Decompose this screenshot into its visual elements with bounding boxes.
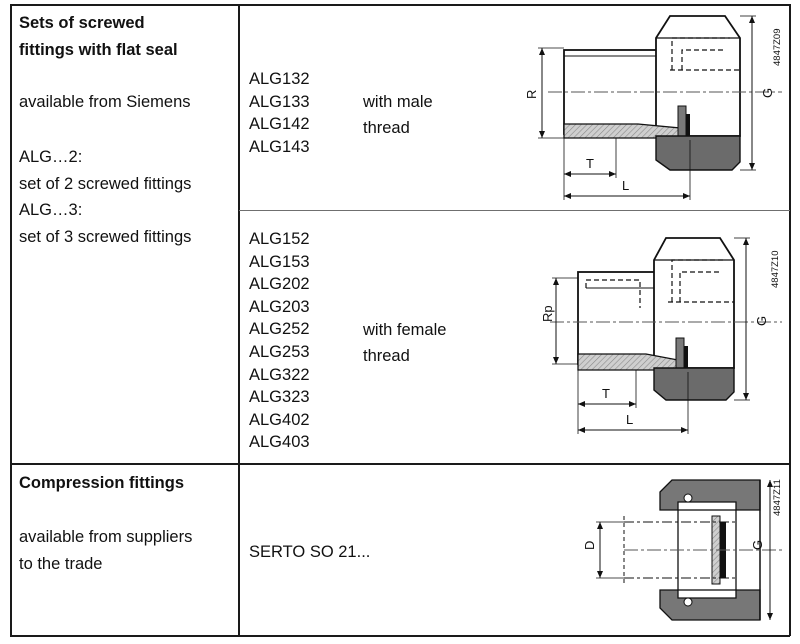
product-code: ALG142 xyxy=(249,115,310,134)
product-code: ALG203 xyxy=(249,297,310,316)
product-code: ALG322 xyxy=(249,365,310,384)
dimension-label-g: G xyxy=(760,88,775,98)
compression-fitting-drawing: D G 4847Z11 xyxy=(560,470,788,630)
drawing-id-label: 4847Z09 xyxy=(772,28,783,66)
column-divider xyxy=(238,4,240,636)
product-code: ALG403 xyxy=(249,433,310,452)
dimension-label-g: G xyxy=(750,540,765,550)
female-thread-label-line2: thread xyxy=(363,347,410,365)
table-border-bottom xyxy=(10,635,790,637)
sub-row-divider xyxy=(239,210,790,211)
male-thread-fitting-drawing: R G T L 4847Z09 xyxy=(520,10,788,208)
set-of-2-description: set of 2 screwed fittings xyxy=(19,175,192,193)
compression-fittings-title: Compression fittings xyxy=(19,474,185,492)
set-of-3-description: set of 3 screwed fittings xyxy=(19,228,192,246)
row-divider xyxy=(10,463,790,465)
section-title-line2: fittings with flat seal xyxy=(19,41,178,59)
dimension-label-l: L xyxy=(622,178,629,193)
female-thread-codes: ALG152 ALG153 ALG202 ALG203 ALG252 ALG25… xyxy=(249,228,310,454)
dimension-label-t: T xyxy=(602,386,610,401)
dimension-label-d: D xyxy=(582,541,597,550)
product-code: ALG402 xyxy=(249,410,310,429)
product-code: ALG202 xyxy=(249,275,310,294)
table-border-top xyxy=(10,4,790,6)
compression-availability-line2: to the trade xyxy=(19,555,103,573)
product-code: ALG143 xyxy=(249,137,310,156)
drawing-id-label: 4847Z10 xyxy=(770,250,781,288)
availability-text: available from Siemens xyxy=(19,93,191,111)
product-code: ALG133 xyxy=(249,92,310,111)
product-code: ALG323 xyxy=(249,388,310,407)
male-thread-codes: ALG132 ALG133 ALG142 ALG143 xyxy=(249,68,310,158)
dimension-label-t: T xyxy=(586,156,594,171)
set-of-2-code: ALG…2: xyxy=(19,148,83,166)
compression-product-name: SERTO SO 21... xyxy=(249,543,371,561)
dimension-label-l: L xyxy=(626,412,633,427)
drawing-id-label: 4847Z11 xyxy=(772,479,783,516)
product-code: ALG252 xyxy=(249,320,310,339)
female-thread-label-line1: with female xyxy=(363,321,447,339)
table-border-right xyxy=(789,4,791,636)
compression-availability-line1: available from suppliers xyxy=(19,528,193,546)
male-thread-label-line2: thread xyxy=(363,119,410,137)
product-code: ALG152 xyxy=(249,230,310,248)
product-code: ALG253 xyxy=(249,342,310,361)
dimension-label-rp: Rp xyxy=(540,305,555,322)
male-thread-label-line1: with male xyxy=(363,93,433,111)
female-thread-fitting-drawing: Rp G T L 4847Z10 xyxy=(520,232,788,442)
dimension-label-r: R xyxy=(524,90,539,99)
dimension-label-g: G xyxy=(754,316,769,326)
section-title-line1: Sets of screwed xyxy=(19,14,145,32)
product-code: ALG153 xyxy=(249,252,310,271)
table-border-left xyxy=(10,4,12,636)
product-code: ALG132 xyxy=(249,70,310,88)
set-of-3-code: ALG…3: xyxy=(19,201,83,219)
